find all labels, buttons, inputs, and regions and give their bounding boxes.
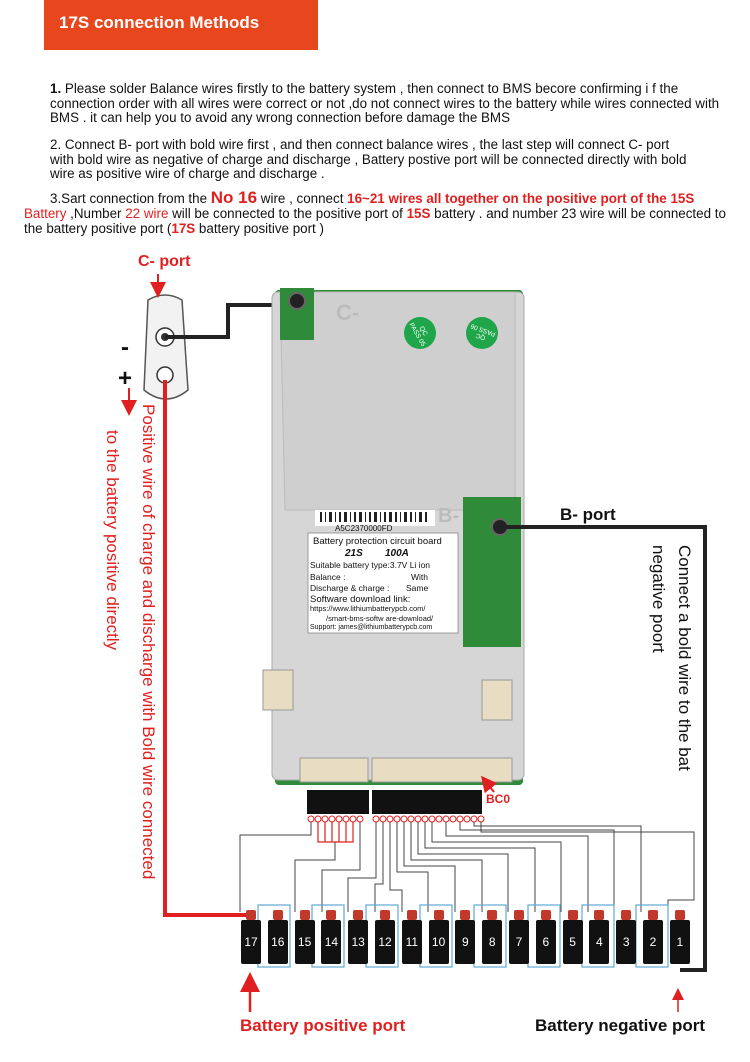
sticker-url-1: https://www.lithiumbatterypcb.com/: [310, 604, 426, 613]
b-port-label: B- port: [560, 505, 616, 524]
cell-terminal: [648, 910, 658, 920]
instruction-3-h: battery positive port ): [195, 221, 324, 236]
instruction-2: 2. Connect B- port with bold wire first …: [50, 137, 690, 182]
battery-cell: 1: [669, 920, 690, 964]
cell-terminal: [326, 910, 337, 920]
battery-cell: 10: [428, 920, 449, 964]
header-bar: 17S connection Methods: [44, 0, 318, 50]
sticker-url-2: /smart-bms-softw are-download/: [326, 614, 434, 623]
battery-cell: 3: [616, 920, 637, 964]
battery-cell: 11: [401, 920, 422, 964]
bc0-label: BC0: [486, 792, 511, 806]
sticker-dc-value: Same: [406, 583, 429, 593]
sticker-dc-key: Discharge & charge :: [310, 583, 390, 593]
sticker-software: Software download link:: [310, 594, 411, 605]
sticker-current: 100A: [385, 548, 409, 559]
cell-terminal: [406, 910, 417, 920]
left-vertical-text-1: Positive wire of charge and discharge wi…: [139, 404, 158, 880]
battery-cell: 16: [267, 920, 288, 964]
c-port-label: C- port: [138, 253, 191, 270]
right-vertical-text-1: Connect a bold wire to the bat: [675, 545, 694, 771]
instruction-3-e: ,Number: [66, 206, 126, 221]
sticker-type: Suitable battery type:3.7V Li ion: [310, 560, 431, 570]
battery-cell: 6: [535, 920, 556, 964]
sticker-balance-key: Balance :: [310, 572, 346, 582]
instruction-3-15s: 15S: [670, 191, 695, 206]
battery-cell: 13: [348, 920, 369, 964]
plus-sign: +: [118, 365, 133, 392]
board-b-silk: B-: [438, 505, 460, 527]
instruction-3-15s-b: 15S: [406, 206, 431, 221]
instruction-3-g: battery . and number 23 wire will be con…: [24, 206, 726, 236]
instruction-3-22: 22 wire: [125, 206, 169, 221]
instruction-1-text: Please solder Balance wires firstly to t…: [50, 81, 720, 125]
instruction-3-c: wires all together on the positive port …: [384, 191, 671, 206]
instruction-2-text: 2. Connect B- port with bold wire first …: [50, 137, 687, 181]
cell-terminal: [540, 910, 551, 920]
page-title: 17S connection Methods: [59, 13, 260, 32]
battery-cell: 7: [509, 920, 529, 964]
battery-cell: 12: [375, 920, 395, 964]
battery-cell: 2: [643, 920, 663, 964]
cell-terminal: [272, 910, 283, 920]
instruction-3-b: wire , connect: [257, 191, 348, 206]
battery-cell: 17: [241, 920, 261, 964]
battery-negative-label: Battery negative port: [535, 1016, 706, 1035]
cell-terminal: [380, 910, 390, 920]
sticker-title: Battery protection circuit board: [313, 536, 442, 547]
instruction-3-range: 16~21: [347, 191, 385, 206]
left-vertical-text-2: to the battery positive directly: [103, 430, 122, 651]
right-vertical-text-2: negative poort: [649, 545, 668, 653]
instruction-3-17s: 17S: [171, 221, 196, 236]
battery-cell: 14: [321, 920, 342, 964]
board-serial: A5C2370000FD: [335, 524, 393, 533]
battery-cell: 8: [482, 920, 503, 964]
cell-terminal: [621, 910, 632, 920]
instruction-3-a: 3.Sart connection from the: [50, 191, 211, 206]
battery-cell: 5: [562, 920, 583, 964]
board-c-silk: C-: [336, 300, 360, 325]
sticker-support: Support: james@lithiumbatterypcb.com: [310, 624, 433, 631]
instruction-3-f: will be connected to the positive port o…: [168, 206, 407, 221]
battery-cell: 4: [589, 920, 610, 964]
minus-sign: -: [121, 334, 129, 361]
cell-terminal: [674, 910, 685, 920]
battery-cell: 15: [294, 920, 315, 964]
battery-cell: 9: [455, 920, 476, 964]
cell-terminal: [514, 910, 524, 920]
cell-terminal: [299, 910, 310, 920]
sticker-model: 21S: [345, 548, 363, 559]
cell-terminal: [433, 910, 444, 920]
cell-terminal: [460, 910, 471, 920]
sticker-balance-value: With: [411, 572, 428, 582]
instruction-1: 1. Please solder Balance wires firstly t…: [50, 81, 720, 126]
instruction-3-no16: No 16: [210, 188, 258, 207]
battery-positive-label: Battery positive port: [240, 1016, 406, 1035]
instruction-3: 3.Sart connection from the No 16 wire , …: [24, 188, 748, 236]
cell-terminal: [567, 910, 578, 920]
board-sticker: [307, 532, 459, 634]
cell-terminal: [353, 910, 364, 920]
instruction-1-number: 1.: [50, 81, 62, 96]
cell-terminal: [594, 910, 605, 920]
cell-terminal: [487, 910, 498, 920]
cell-terminal: [246, 910, 256, 920]
instruction-3-d: Battery: [24, 206, 67, 221]
